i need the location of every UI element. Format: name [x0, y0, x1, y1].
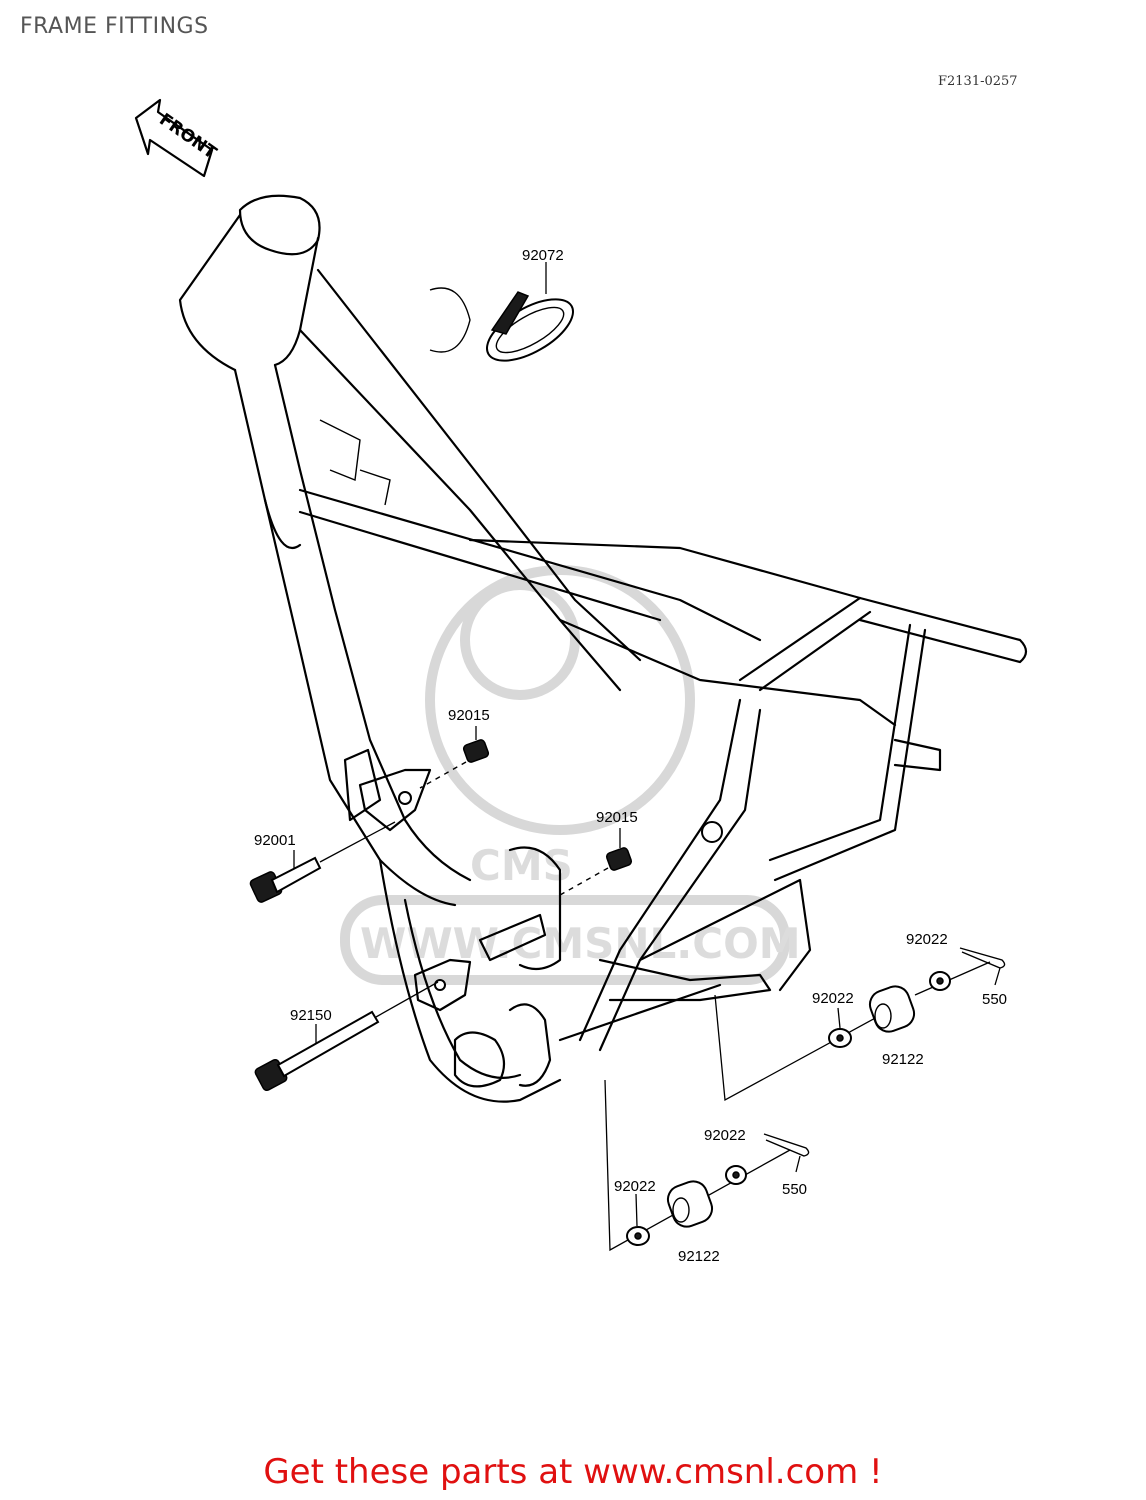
- page-title: FRAME FITTINGS: [20, 14, 209, 39]
- label-92022-upper-right: 92022: [906, 931, 948, 948]
- label-550-upper: 550: [982, 991, 1007, 1008]
- label-92015-upper: 92015: [448, 707, 490, 724]
- label-92022-upper-left: 92022: [812, 990, 854, 1007]
- footer-link-text[interactable]: Get these parts at www.cmsnl.com !: [263, 1452, 883, 1492]
- label-92150: 92150: [290, 1007, 332, 1024]
- label-92001: 92001: [254, 832, 296, 849]
- label-92122-upper: 92122: [882, 1051, 924, 1068]
- label-92022-lower-left: 92022: [614, 1178, 656, 1195]
- part-92015-nut-lower: [559, 828, 633, 896]
- part-92072-strap: [486, 262, 574, 362]
- label-550-lower: 550: [782, 1181, 807, 1198]
- part-92015-nut-upper: [419, 726, 490, 789]
- label-92072: 92072: [522, 247, 564, 264]
- label-92122-lower: 92122: [678, 1248, 720, 1265]
- part-92150-long-bolt: [254, 981, 439, 1092]
- watermark-url: WWW.CMSNL.COM: [360, 919, 801, 968]
- motorcycle-frame: [178, 194, 1028, 1103]
- front-arrow-label: FRONT: [155, 110, 220, 164]
- mount-kit-lower: [604, 1079, 810, 1252]
- front-arrow: FRONT: [134, 98, 220, 178]
- label-92022-lower-right: 92022: [704, 1127, 746, 1144]
- drawing-number: F2131-0257: [938, 74, 1018, 89]
- watermark-logo: WWW.CMSNL.COM CMS: [340, 565, 801, 985]
- mount-kit-upper: [714, 947, 1006, 1102]
- part-92001-bolt: [249, 821, 396, 903]
- label-92015-lower: 92015: [596, 809, 638, 826]
- part-labels: 92072 92015 92015 92001 92150 92022 9202…: [254, 247, 1007, 1265]
